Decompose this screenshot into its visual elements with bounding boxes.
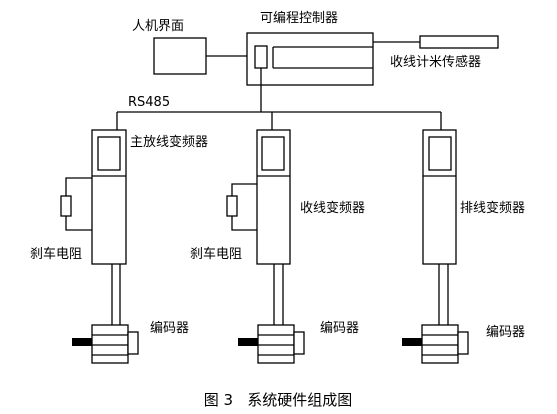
- encoder-2-body: [257, 324, 295, 364]
- plc-box: [246, 32, 374, 86]
- hmi-box: [153, 37, 207, 75]
- brake-resistor-1-box: [60, 195, 72, 217]
- main-inverter-panel: [97, 136, 121, 171]
- encoder-2-cap: [293, 331, 305, 355]
- brake-resistor-1-wire-return: [65, 216, 92, 231]
- plc-port: [254, 45, 268, 69]
- encoder-3-shaft: [402, 338, 422, 346]
- figure-caption: 图 3 系统硬件组成图: [204, 391, 353, 409]
- brake-resistor-1-wire: [65, 177, 92, 196]
- brake-resistor-1-label: 刹车电阻: [30, 246, 82, 262]
- main-inverter-label: 主放线变频器: [130, 134, 208, 150]
- brake-resistor-2-label: 刹车电阻: [190, 246, 242, 262]
- encoder-1-cap: [127, 331, 139, 355]
- encoder-3-label: 编码器: [486, 325, 525, 340]
- encoder-3-cap: [457, 331, 469, 355]
- encoder-2-label: 编码器: [320, 321, 359, 336]
- encoder-2-shaft: [238, 338, 258, 346]
- plc-label: 可编程控制器: [260, 11, 338, 26]
- length-sensor-box: [419, 35, 499, 49]
- hmi-label: 人机界面: [132, 19, 184, 34]
- traverse-inverter-label: 排线变频器: [460, 200, 525, 216]
- brake-resistor-2-box: [226, 195, 238, 217]
- traverse-inverter-panel: [428, 136, 452, 171]
- rs485-label: RS485: [128, 95, 170, 110]
- take-up-inverter-label: 收线变频器: [300, 200, 365, 216]
- brake-resistor-2-wire-return: [231, 216, 257, 231]
- encoder-3-body: [421, 324, 459, 364]
- encoder-1-shaft: [72, 338, 92, 346]
- encoder-1-label: 编码器: [150, 321, 189, 336]
- encoder-1-body: [91, 324, 129, 364]
- length-sensor-label: 收线计米传感器: [390, 54, 481, 70]
- take-up-inverter-panel: [261, 136, 285, 171]
- brake-resistor-2-wire: [231, 183, 257, 196]
